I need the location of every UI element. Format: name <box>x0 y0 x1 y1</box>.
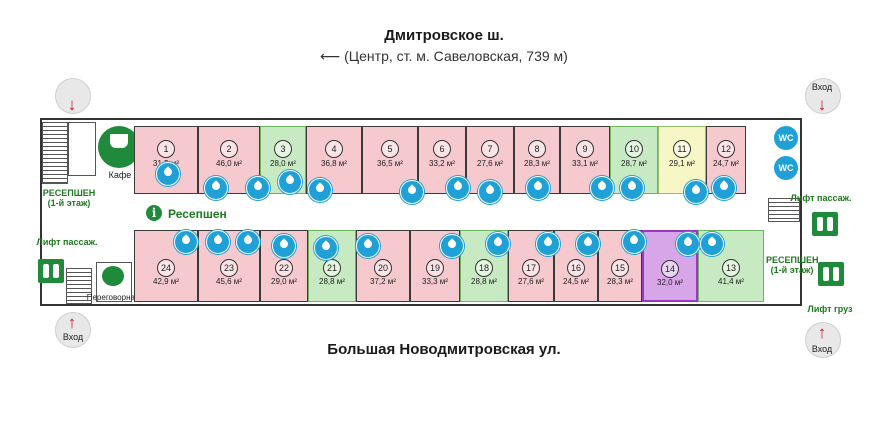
lift-passenger-right-label: Лифт пассаж. <box>790 193 852 203</box>
service-room-left <box>68 122 96 176</box>
arrow-up-icon: ↑ <box>67 313 77 332</box>
meeting-room-label: Переговорная <box>86 293 140 302</box>
water-drop-icon <box>446 176 470 200</box>
water-drop-icon <box>356 234 380 258</box>
water-drop-icon <box>174 230 198 254</box>
entry-bottom-left[interactable] <box>55 312 91 348</box>
arrow-down-icon: ↓ <box>67 95 77 114</box>
water-drop-icon <box>278 170 302 194</box>
water-drop-icon <box>478 180 502 204</box>
stairs-left-top <box>42 122 68 184</box>
water-drop-icon <box>536 232 560 256</box>
lift-passenger-left-icon <box>38 259 64 283</box>
water-drop-icon <box>684 180 708 204</box>
water-drop-icon <box>712 176 736 200</box>
reception-left-label: РЕСЕПШЕН (1-й этаж) <box>42 188 96 208</box>
street-top-label: Дмитровское ш. <box>384 27 504 44</box>
cafe-label: Кафе <box>108 170 132 180</box>
lift-passenger-left-label: Лифт пассаж. <box>36 237 98 247</box>
entry-top-left[interactable] <box>55 78 91 114</box>
entry-label-top-right: Вход <box>811 82 833 92</box>
reception-center-label: Ресепшен <box>168 207 227 221</box>
water-drop-icon <box>236 230 260 254</box>
water-drop-icon <box>204 176 228 200</box>
water-drop-icon <box>700 232 724 256</box>
water-drop-icon <box>576 232 600 256</box>
water-drop-icon <box>156 162 180 186</box>
water-drop-icon <box>314 236 338 260</box>
lift-cargo-icon <box>818 262 844 286</box>
arrow-up-icon: ↑ <box>817 323 827 342</box>
water-drop-icon <box>246 176 270 200</box>
water-drop-icon <box>676 232 700 256</box>
water-drop-icon <box>400 180 424 204</box>
water-drop-icon <box>590 176 614 200</box>
water-drop-icon <box>622 230 646 254</box>
entry-label-bottom-left: Вход <box>62 332 84 342</box>
entry-label-bottom-right: Вход <box>811 344 833 354</box>
wc-icon: WC <box>774 156 798 180</box>
water-drop-icon <box>620 176 644 200</box>
arrow-down-icon: ↓ <box>817 95 827 114</box>
water-drop-icon <box>272 234 296 258</box>
water-drop-icon <box>308 178 332 202</box>
lift-cargo-label: Лифт груз <box>807 304 853 314</box>
lift-passenger-right-icon <box>812 212 838 236</box>
direction-label: ⟵ (Центр, ст. м. Савеловская, 739 м) <box>320 48 568 64</box>
entry-top-right[interactable] <box>805 78 841 114</box>
water-drop-icon <box>440 234 464 258</box>
water-drop-icon <box>206 230 230 254</box>
stairs-left-bottom <box>66 268 92 304</box>
reception-right-label: РЕСЕПШЕН (1-й этаж) <box>766 255 819 275</box>
meeting-room-icon <box>102 266 124 286</box>
stairs-right <box>768 198 800 222</box>
coffee-cup-icon <box>110 134 128 148</box>
water-drop-icon <box>486 232 510 256</box>
meeting-room[interactable] <box>96 262 132 302</box>
water-drop-icon <box>526 176 550 200</box>
info-icon: i <box>146 205 162 221</box>
wc-icon: WC <box>774 126 798 150</box>
entry-bottom-right[interactable] <box>805 322 841 358</box>
street-bottom-label: Большая Новодмитровская ул. <box>327 341 561 358</box>
